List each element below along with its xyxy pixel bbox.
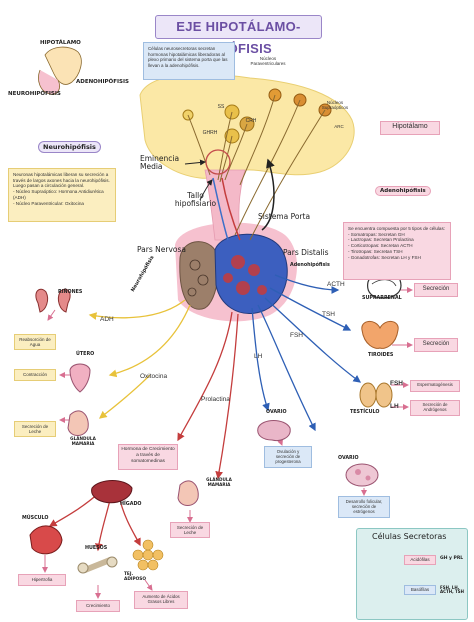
adeno-heading: Adenohipófisis	[375, 186, 431, 196]
hormone-lh: LH	[254, 353, 263, 360]
organ-tiroides	[361, 321, 399, 349]
label-huesos: HUESOS	[85, 546, 108, 551]
label-testiculo: TESTÍCULO	[350, 410, 380, 415]
label-pars-distalis: Pars Distalis	[283, 248, 329, 257]
organ-glandula-2	[177, 480, 199, 506]
label-adenohipofisis-mini: ADENOHIPÓFISIS	[76, 79, 129, 85]
organ-rinones	[35, 288, 71, 313]
label-suprarrenal: SUPRARRENAL	[362, 296, 402, 301]
effect-secrecion-2: Secreción	[414, 338, 458, 352]
hormone-prolactina: Prolactina	[201, 396, 230, 403]
label-glandula-2: GLÁNDULA MAMARIA	[206, 477, 232, 487]
hormone-lh-2: LH	[390, 403, 399, 410]
effect-androgenos: Secreción de Andrógenos	[410, 400, 460, 416]
celulas-heading: Células Secretoras	[372, 532, 447, 541]
effect-espermatogenesis: Espermatogénesis	[410, 380, 460, 392]
label-sistema-porta: Sistema Porta	[258, 212, 311, 221]
label-crh: CRH	[245, 118, 257, 124]
adeno-box: Se encuentra compuesta por 5 tipos de cé…	[343, 222, 451, 280]
label-utero: ÚTERO	[76, 352, 95, 357]
effect-ovulacion: Ovulación y secreción de progesterona	[264, 446, 312, 468]
organ-musculo	[29, 525, 63, 555]
hormone-fsh: FSH	[290, 332, 303, 339]
label-eminencia-media: Eminencia Media	[140, 154, 180, 172]
neuro-text-2: - Núcleo Supraóptico: Hormona Antidiurét…	[13, 189, 104, 200]
label-tiroides: TIROIDES	[368, 353, 394, 358]
hormone-fsh-2: FSH	[390, 380, 403, 387]
adeno-text-2: - Lactropas: Secretan Prolactina	[348, 237, 414, 243]
label-ovario-1: OVARIO	[266, 410, 287, 415]
label-paraventricular: Núcleos Paraventriculares	[250, 56, 286, 67]
page-title: EJE HIPOTÁLAMO-HIPÓFISIS	[155, 15, 322, 56]
label-ss: SS	[217, 104, 225, 110]
portal-plexus	[205, 149, 231, 175]
effect-lipolisis: Aumento de Ácidos Grasos Libres	[134, 591, 188, 609]
label-rinones: RIÑONES	[58, 290, 83, 295]
neuro-box: Neuronas hipotalámicas liberan su secrec…	[8, 168, 116, 222]
tag-acidofilas: GH y PRL	[440, 556, 464, 561]
label-ghrh: GHRH	[202, 130, 218, 136]
label-arc: ARC	[334, 124, 344, 129]
label-higado: HÍGADO	[120, 502, 142, 507]
label-supraoptic: Núcleos Supraópticos	[321, 100, 349, 111]
label-ovario-2: OVARIO	[338, 456, 359, 461]
celulas-panel	[356, 528, 468, 620]
hormone-oxitocina: Oxitocina	[140, 373, 168, 380]
effect-contraccion: Contracción	[14, 369, 56, 381]
effect-reabsorcion: Reabsorción de Agua	[14, 334, 56, 350]
adeno-text-1: - Somatropas: Secretan GH	[348, 231, 405, 237]
adeno-text-5: - Gonadotrofas: Secretan LH y FSH	[348, 254, 421, 260]
label-hipotalamo-mini: HIPOTÁLAMO	[40, 40, 81, 46]
organ-ovario-1	[257, 420, 291, 441]
organ-utero	[69, 363, 91, 393]
organ-huesos	[77, 556, 118, 574]
red-cells	[223, 255, 267, 295]
neuro-text-3: - Núcleo Paraventricular: Oxitocina	[13, 200, 84, 206]
tag-basofilas: FSH, LH, ACTH, TSH	[440, 585, 464, 595]
hormone-acth: ACTH	[327, 281, 345, 288]
hormone-tsh: TSH	[322, 311, 335, 318]
label-musculo: MÚSCULO	[22, 516, 49, 521]
organ-tejido-adiposo	[132, 539, 164, 571]
label-hipotalamo: Hipotálamo	[380, 121, 440, 135]
adeno-text-0: Se encuentra compuesta por 5 tipos de cé…	[348, 226, 446, 231]
label-glandula-1: GLÁNDULA MAMARIA	[70, 436, 96, 446]
effect-hipertrofia: Hipertrofia	[18, 574, 66, 586]
effect-prolactina-leche: Secreción de Leche	[170, 522, 210, 538]
effect-estrogenos: Desarrollo folicular, secreción de estró…	[338, 496, 390, 518]
organ-ovario-2	[345, 463, 379, 487]
label-pars-nervosa: Pars Nervosa	[137, 245, 186, 254]
label-tejido-adiposo: TEJ. ADIPOSO	[124, 572, 147, 582]
label-basofilas: Basófilas	[404, 585, 436, 595]
label-tallo: Tallo hipofisiario	[174, 191, 217, 209]
gh-box: Hormona de Crecimiento a través de somat…	[118, 444, 178, 470]
label-neurohipofisis-mini: NEUROHIPÓFISIS	[8, 91, 61, 97]
blue-arrows	[251, 274, 362, 432]
effect-secrecion-1: Secreción	[414, 283, 458, 297]
effect-crecimiento: Crecimiento	[76, 600, 120, 612]
organ-testiculo	[359, 382, 393, 408]
label-adeno-side: Adenohipófisis	[290, 263, 330, 268]
nervosa-cells	[187, 259, 209, 297]
adeno-text-3: - Corticotropas: Secretan ACTH	[348, 243, 413, 249]
yellow-arrows	[88, 299, 191, 419]
adeno-text-4: - Tirotropas: Secretan TSH	[348, 248, 403, 254]
effect-leche: Secreción de Leche	[14, 421, 56, 437]
neuro-text-1: Neuronas hipotalámicas liberan su secrec…	[13, 172, 110, 189]
hormone-adh: ADH	[100, 316, 114, 323]
neuro-heading: Neurohipófisis	[38, 141, 101, 153]
label-acidofilas: Acidófilas	[404, 555, 436, 565]
mini-pituitary-sketch	[38, 46, 82, 95]
top-note: Células neurosecretoras secretan hormona…	[143, 42, 235, 80]
organ-glandula-1	[67, 410, 89, 436]
organ-higado	[91, 480, 133, 504]
